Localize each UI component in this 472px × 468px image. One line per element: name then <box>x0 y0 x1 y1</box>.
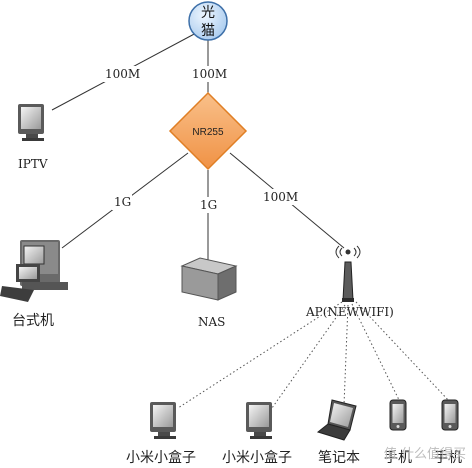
modem-label-line1: 光 <box>201 5 215 21</box>
box2-label: 小米小盒子 <box>222 449 292 466</box>
monitor-icon <box>150 402 176 439</box>
desktop-label: 台式机 <box>12 313 54 329</box>
mobile-phone-icon <box>441 399 459 431</box>
nas-server-icon <box>180 257 238 301</box>
wireless-link-phone2 <box>355 301 451 403</box>
mobile-phone-icon <box>389 399 407 431</box>
wifi-antenna-icon <box>335 245 361 302</box>
wireless-link-box1 <box>177 301 343 409</box>
link-label-router-ap: 100M <box>263 190 298 204</box>
modem-label-line2: 猫 <box>201 23 215 39</box>
laptop-icon <box>316 399 357 441</box>
desktop-computer-icon <box>0 240 68 302</box>
watermark: 值 什么值得买 <box>383 447 466 462</box>
monitor-icon <box>246 402 272 439</box>
link-label-router-desktop: 1G <box>114 195 131 209</box>
iptv-label: IPTV <box>18 157 48 171</box>
box1-label: 小米小盒子 <box>126 449 196 466</box>
wireless-link-laptop <box>343 304 349 406</box>
router-node: NR255 <box>168 91 248 171</box>
wireless-link-box2 <box>271 304 346 409</box>
link-label-modem-iptv: 100M <box>105 67 140 81</box>
link-labels: 100M 100M 1G 1G 100M <box>102 66 298 213</box>
nas-label: NAS <box>198 315 225 329</box>
modem-node: 光 猫 <box>188 1 228 41</box>
monitor-icon <box>18 104 44 141</box>
link-label-modem-router: 100M <box>192 67 227 81</box>
ap-label: AP(NEWWIFI) <box>305 305 394 319</box>
wireless-links <box>177 301 451 409</box>
laptop-label: 笔记本 <box>318 450 360 466</box>
router-label: NR255 <box>192 127 224 138</box>
link-label-router-nas: 1G <box>200 198 217 212</box>
phone1-label: 手机 <box>384 450 412 466</box>
phone2-label: 手机 <box>434 450 462 466</box>
